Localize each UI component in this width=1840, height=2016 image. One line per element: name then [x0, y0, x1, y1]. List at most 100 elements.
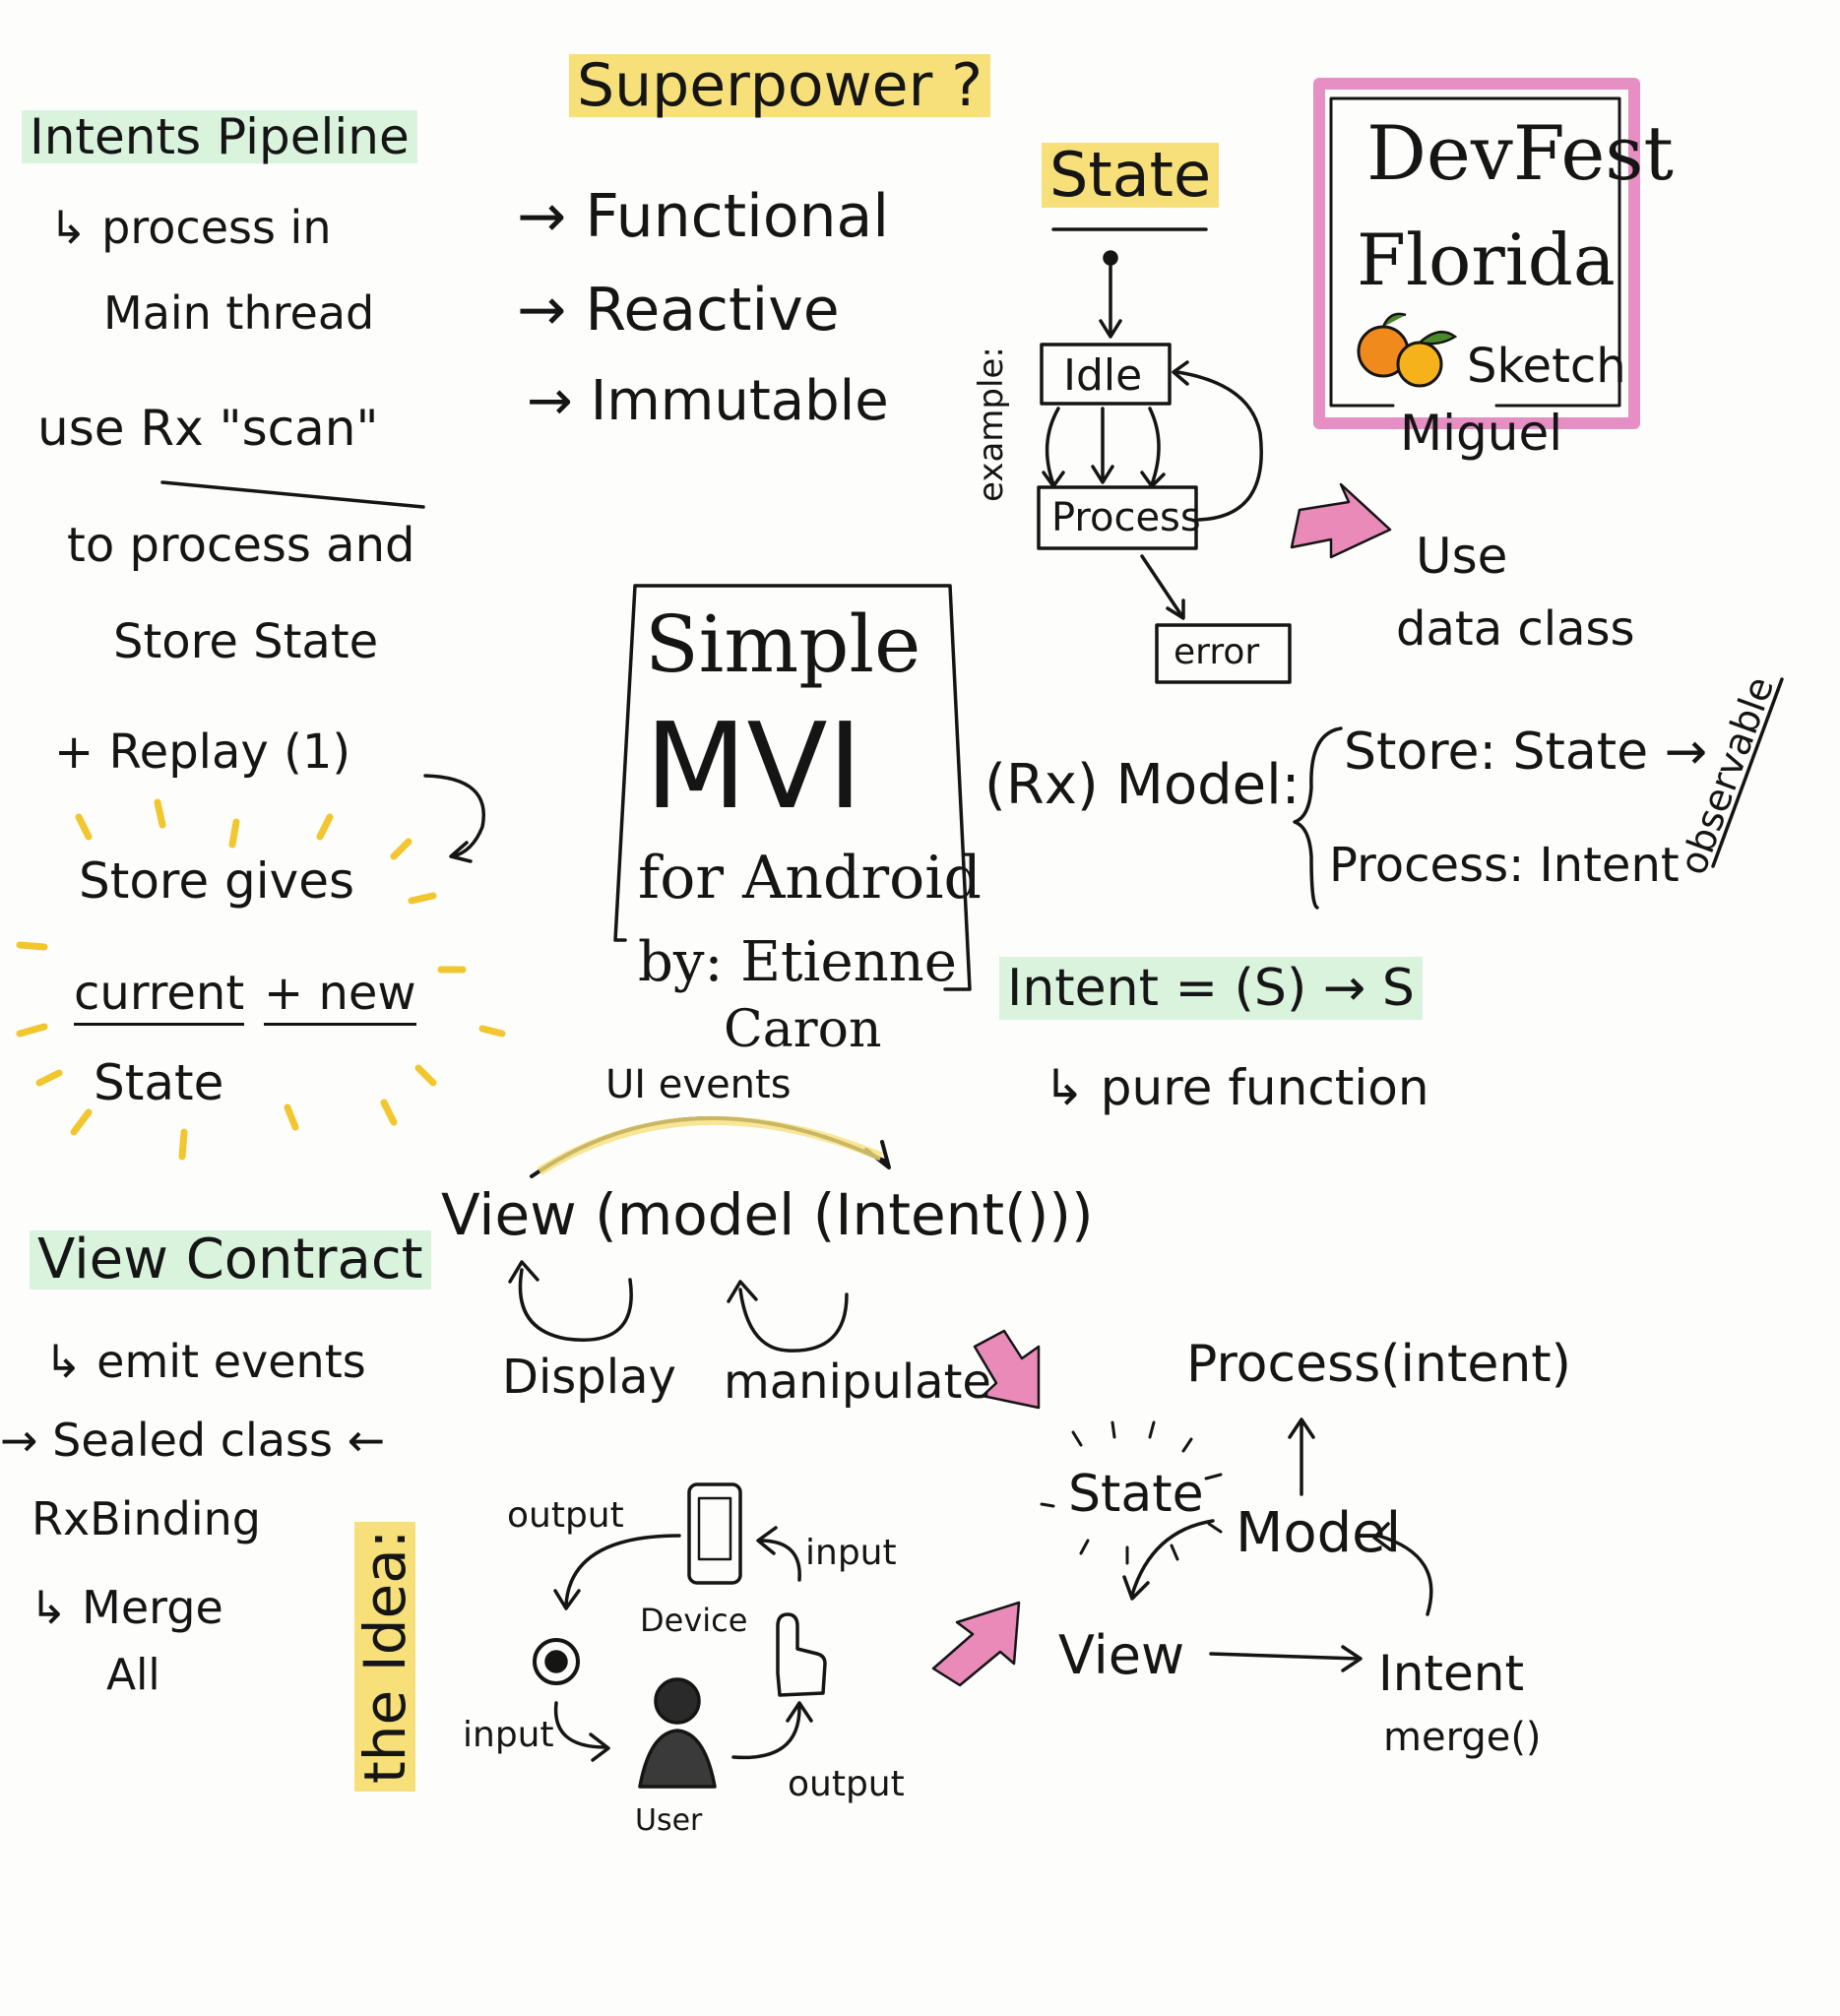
arrow-view-to-intent — [1209, 1645, 1363, 1672]
error-node-label: error — [1174, 632, 1260, 672]
device-label: Device — [640, 1602, 748, 1639]
use-data-class-line-1: Use — [1416, 528, 1508, 585]
arrow-model-to-process — [1288, 1418, 1315, 1496]
example-side-label: example: — [972, 346, 1011, 502]
title-for-android: for Android — [638, 844, 982, 913]
credit-frame-pink — [1313, 78, 1640, 429]
orange-fruit-icon — [1357, 312, 1458, 388]
arrow-intent-to-model — [1372, 1522, 1433, 1616]
emit-events: ↳ emit events — [44, 1335, 366, 1388]
pipeline-line-2: Main thread — [103, 286, 375, 340]
state-title: State — [1042, 143, 1220, 208]
cycle-model: Model — [1236, 1501, 1402, 1565]
pure-function: ↳ pure function — [1044, 1059, 1429, 1116]
arrow-idle-to-process-mid — [1091, 407, 1114, 484]
superpower-title: Superpower ? — [569, 54, 991, 117]
cycle-intent: Intent — [1378, 1645, 1525, 1702]
view-model-intent-formula: View (model (Intent())) — [441, 1181, 1094, 1248]
scan-line-2: to process and — [67, 518, 415, 573]
scan-line-3: Store State — [113, 614, 379, 669]
title-simple: Simple — [645, 598, 921, 690]
pink-arrow-idea-to-cycle — [931, 1601, 1021, 1687]
current-state-word: current — [74, 970, 245, 1026]
credit-frame-inner — [1329, 96, 1621, 408]
replay-arrow — [423, 774, 485, 863]
arrow-model-to-view — [1122, 1519, 1215, 1601]
mvi-title-frame — [613, 584, 972, 991]
sketch-text: Sketch — [1467, 339, 1626, 394]
manipulate-label: manipulate — [724, 1354, 991, 1410]
title-by-author: by: Etienne — [638, 930, 957, 994]
state-sparkles — [1040, 1420, 1223, 1565]
arrow-user-to-finger — [731, 1701, 813, 1760]
current-new-state: State — [94, 1054, 224, 1111]
superpower-item: → Immutable — [527, 369, 889, 433]
manipulate-arc — [727, 1280, 849, 1353]
model-process-line: Process: Intent — [1329, 838, 1680, 893]
view-contract-title: View Contract — [30, 1230, 431, 1290]
intent-formula: Intent = (S) → S — [999, 957, 1423, 1020]
cycle-process-intent: Process(intent) — [1186, 1335, 1571, 1394]
rxbinding: RxBinding — [32, 1492, 262, 1545]
user-label: User — [635, 1803, 703, 1838]
superpower-item: → Functional — [517, 182, 889, 251]
error-box — [1155, 623, 1292, 684]
arrow-idle-to-process-right — [1140, 407, 1166, 488]
arrow-device-output — [553, 1534, 681, 1610]
observable-slash — [1711, 677, 1784, 868]
process-node-label: Process — [1051, 495, 1201, 540]
idle-node-label: Idle — [1063, 350, 1143, 401]
devfest-text: DevFest — [1366, 109, 1674, 197]
intent-word: Intent = (S) → S — [999, 957, 1423, 1020]
merge-line-2: All — [106, 1650, 160, 1700]
pink-arrow-icon — [931, 482, 1392, 1687]
merge-line-1: ↳ Merge — [30, 1581, 223, 1634]
sealed-class: → Sealed class ← — [0, 1414, 386, 1467]
arrow-idle-to-process-left — [1042, 407, 1065, 488]
scan-line-1: use Rx "scan" — [37, 400, 379, 457]
the-idea-title: the Idea: — [351, 1521, 418, 1792]
sparkle-burst — [16, 798, 506, 1161]
output-label-top: output — [507, 1495, 624, 1536]
replay-note: + Replay (1) — [54, 724, 351, 780]
pink-arrow-formula-to-cycle — [973, 1329, 1041, 1410]
title-author-lastname: Caron — [724, 1000, 882, 1059]
arrow-finger-to-device — [756, 1526, 801, 1582]
title-mvi: MVI — [645, 699, 863, 836]
scan-underline — [160, 480, 425, 509]
model-store-line: Store: State → — [1344, 723, 1708, 782]
arrow-process-to-idle-loop — [1172, 360, 1263, 522]
display-arc — [508, 1260, 633, 1342]
pink-arrow-state-to-data — [1290, 482, 1392, 559]
input-label-bottom: input — [463, 1715, 554, 1755]
rx-model-label: (Rx) Model: — [984, 753, 1301, 817]
pipeline-line-1: ↳ process in — [49, 201, 332, 254]
new-state-word: + new — [264, 970, 416, 1026]
output-label-bottom: output — [788, 1764, 905, 1804]
intents-pipeline-title: Intents Pipeline — [22, 110, 417, 163]
finger-touch-icon — [776, 1612, 827, 1697]
phone-device-icon — [687, 1482, 742, 1585]
user-person-icon — [654, 1677, 701, 1725]
process-box — [1037, 485, 1198, 550]
ui-events-highlight — [537, 1115, 883, 1175]
store-gives: Store gives — [79, 852, 355, 910]
idle-box — [1040, 343, 1172, 406]
arrow-process-to-error — [1140, 554, 1185, 620]
superpower-item: → Reactive — [517, 276, 840, 345]
author-name: Miguel — [1400, 405, 1563, 462]
model-bracket — [1293, 726, 1343, 910]
cycle-state: State — [1068, 1465, 1204, 1524]
cycle-view: View — [1058, 1624, 1185, 1686]
cycle-merge: merge() — [1383, 1715, 1542, 1760]
ui-events-label: UI events — [605, 1062, 792, 1107]
eye-icon — [533, 1638, 580, 1685]
arrow-eye-to-user — [553, 1701, 610, 1762]
use-data-class-line-2: data class — [1396, 601, 1635, 657]
florida-text: Florida — [1357, 219, 1616, 301]
arrow-start-to-idle — [1099, 262, 1122, 339]
state-start-dot — [1103, 250, 1118, 266]
display-label: Display — [502, 1350, 676, 1405]
